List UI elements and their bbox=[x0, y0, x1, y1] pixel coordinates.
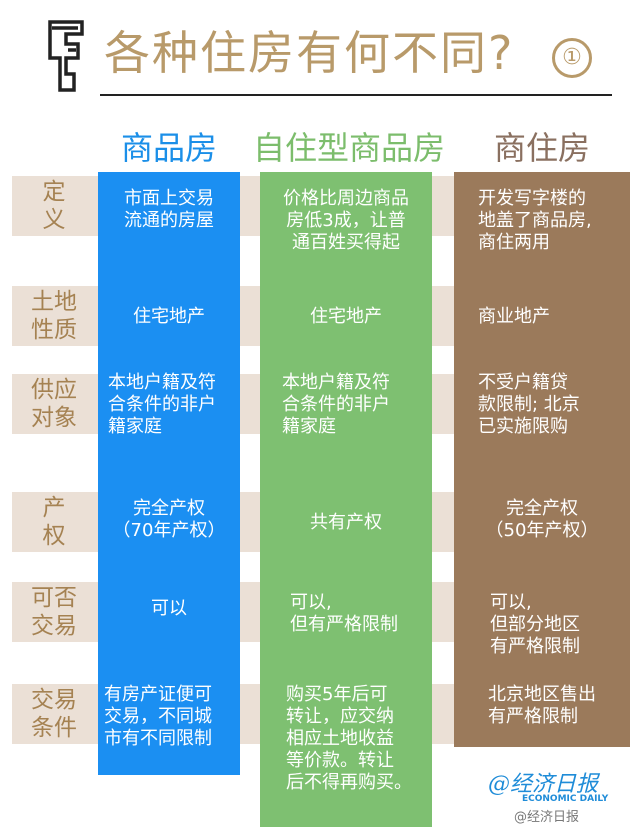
cell-owner-occupied-supply-target: 本地户籍及符 合条件的非户 籍家庭 bbox=[282, 372, 390, 437]
cell-commercial-supply-target: 本地户籍及符 合条件的非户 籍家庭 bbox=[108, 372, 216, 437]
row-label-definition: 定 义 bbox=[12, 176, 96, 236]
column-header-commercial-housing: 商品房 bbox=[120, 129, 217, 167]
column-commercial-housing bbox=[98, 172, 240, 775]
row-label-property-rights: 产 权 bbox=[12, 492, 96, 552]
cell-commercial-residential-supply-target: 不受户籍贷 款限制; 北京 已实施限购 bbox=[478, 372, 580, 437]
pipe-wrench-logo-icon bbox=[48, 20, 84, 92]
column-owner-occupied-housing bbox=[260, 172, 432, 827]
cell-owner-occupied-tradable: 可以, 但有严格限制 bbox=[290, 592, 398, 635]
row-label-supply-target: 供应 对象 bbox=[12, 374, 96, 434]
at-icon: @ bbox=[488, 772, 510, 797]
cell-commercial-land-nature: 住宅地产 bbox=[133, 306, 205, 327]
row-label-land-nature: 土地 性质 bbox=[12, 286, 96, 346]
cell-commercial-property-rights: 完全产权 （70年产权） bbox=[112, 498, 226, 541]
page-title: 各种住房有何不同? bbox=[104, 26, 515, 80]
cell-commercial-residential-property-rights: 完全产权 （50年产权） bbox=[485, 498, 599, 541]
title-underline bbox=[100, 94, 612, 96]
column-header-commercial-residential: 商住房 bbox=[493, 129, 590, 167]
cell-commercial-residential-land-nature: 商业地产 bbox=[478, 306, 550, 327]
weibo-handle: @经济日报 bbox=[514, 810, 580, 825]
cell-commercial-residential-definition: 开发写字楼的 地盖了商品房, 商住两用 bbox=[478, 188, 592, 253]
economic-daily-subtitle: ECONOMIC DAILY bbox=[522, 794, 609, 804]
cell-commercial-trade-conditions: 有房产证便可 交易，不同城 市有不同限制 bbox=[104, 684, 212, 749]
column-header-owner-occupied-housing: 自住型商品房 bbox=[252, 129, 445, 167]
economic-daily-logo: @经济日报 bbox=[488, 772, 599, 797]
column-commercial-residential bbox=[454, 172, 630, 747]
cell-owner-occupied-property-rights: 共有产权 bbox=[310, 512, 382, 533]
cell-owner-occupied-land-nature: 住宅地产 bbox=[310, 306, 382, 327]
cell-owner-occupied-trade-conditions: 购买5年后可 转让，应交纳 相应土地收益 等价款。转让 后不得再购买。 bbox=[286, 684, 412, 793]
cell-commercial-residential-trade-conditions: 北京地区售出 有严格限制 bbox=[488, 684, 596, 727]
row-label-trade-conditions: 交易 条件 bbox=[12, 684, 96, 744]
cell-commercial-definition: 市面上交易 流通的房屋 bbox=[124, 188, 214, 231]
cell-owner-occupied-definition: 价格比周边商品 房低3成，让普 通百姓买得起 bbox=[283, 188, 409, 253]
row-label-tradable: 可否 交易 bbox=[12, 582, 96, 642]
cell-commercial-residential-tradable: 可以, 但部分地区 有严格限制 bbox=[490, 592, 580, 657]
title-number-badge: ① bbox=[552, 38, 592, 78]
cell-commercial-tradable: 可以 bbox=[151, 598, 187, 619]
